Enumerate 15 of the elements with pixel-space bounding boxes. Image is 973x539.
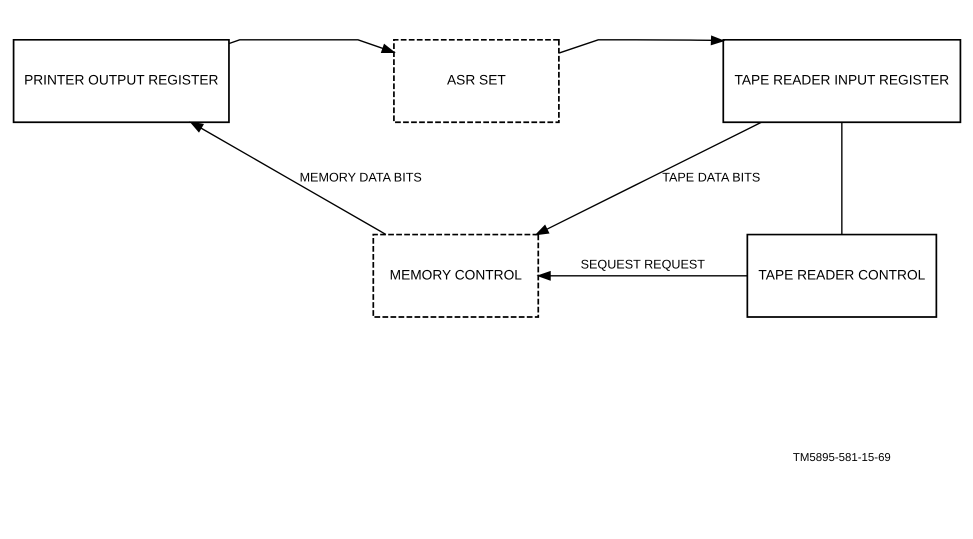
arrow	[228, 39, 396, 53]
arrow	[534, 122, 762, 236]
arrow	[558, 35, 725, 54]
node-box: TAPE READER CONTROL	[746, 234, 937, 318]
node-box: TAPE READER INPUT REGISTER	[722, 38, 961, 124]
arrow	[188, 121, 386, 236]
node-box: ASR SET	[392, 38, 560, 124]
connector	[840, 122, 842, 234]
node-box: MEMORY CONTROL	[372, 234, 539, 318]
edge-label: MEMORY DATA BITS	[299, 170, 422, 185]
edge-label: SEQUEST REQUEST	[580, 258, 704, 272]
edge-label: TAPE DATA BITS	[662, 170, 760, 185]
node-box: PRINTER OUTPUT REGISTER	[12, 38, 230, 124]
arrow	[536, 270, 747, 281]
label: TM5895-581-15-69	[792, 452, 890, 464]
